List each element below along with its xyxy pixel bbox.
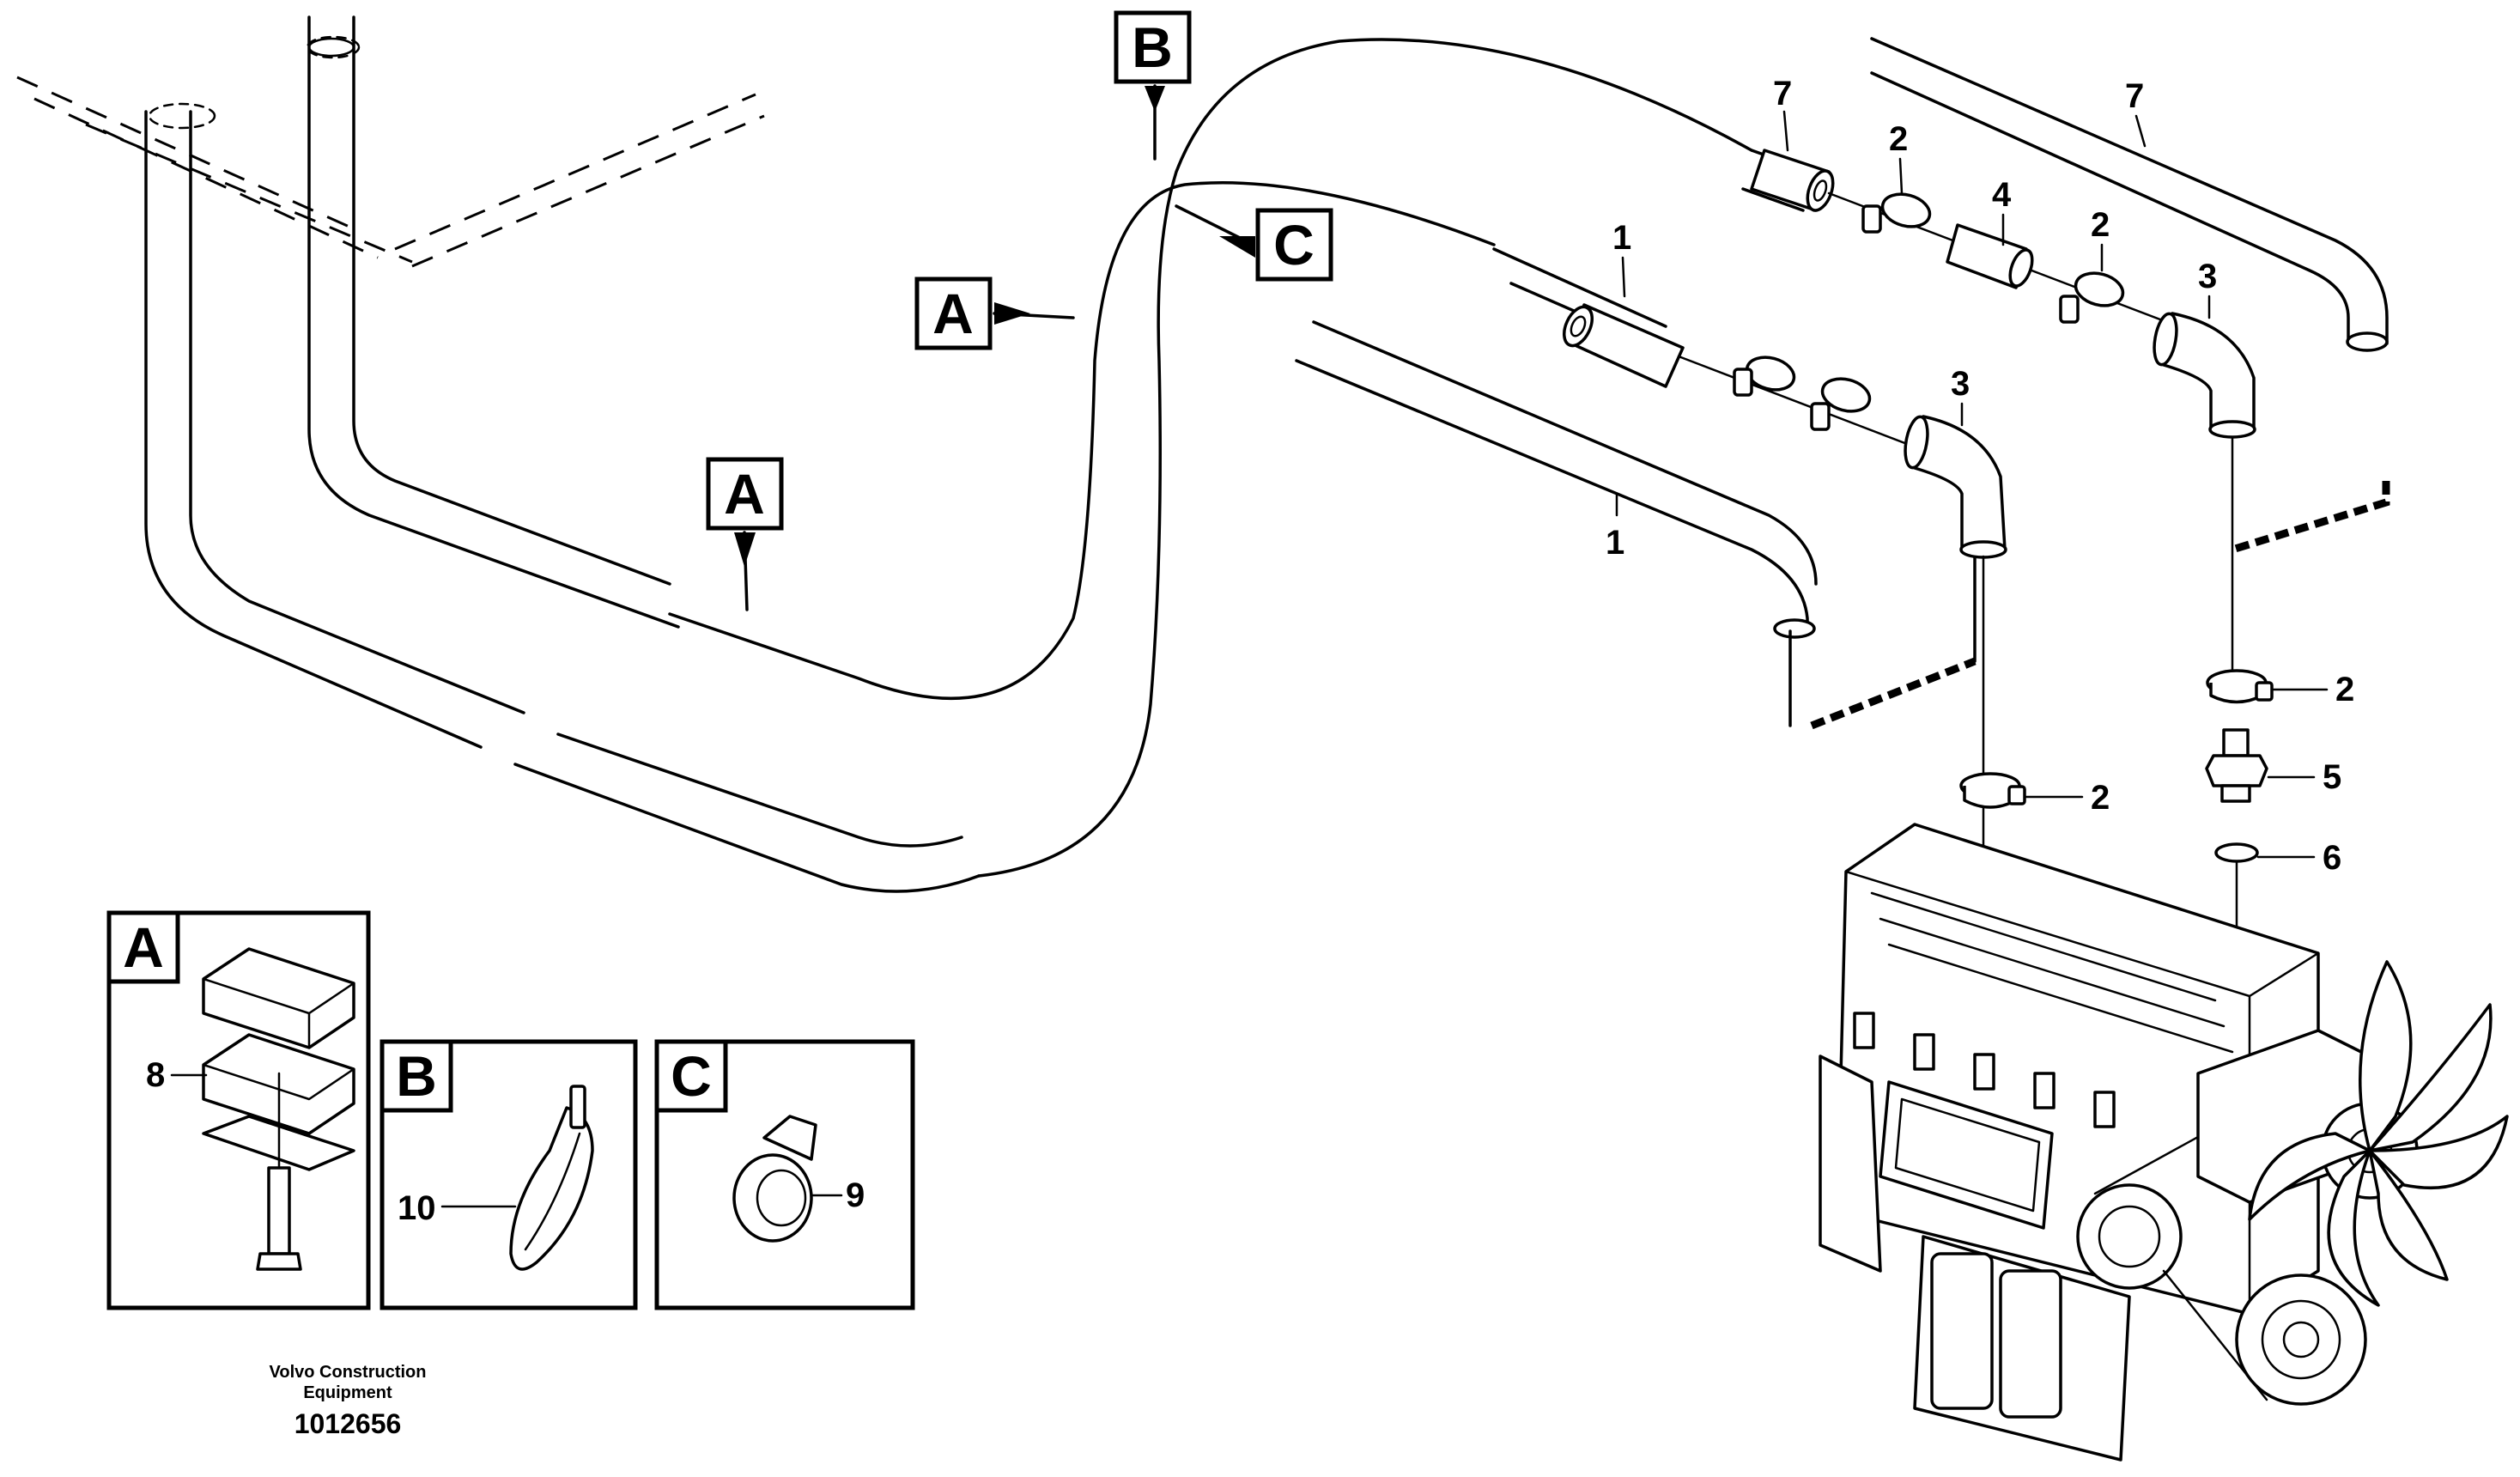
callout-8: 8 — [146, 1056, 165, 1094]
upper-pipe — [307, 15, 680, 629]
label-b-arrow — [1145, 86, 1165, 112]
callout-7-right: 7 — [2125, 77, 2144, 115]
label-a-mid-arrow — [994, 302, 1030, 325]
hose-1-lower — [1295, 320, 1977, 730]
tank-outline — [16, 35, 765, 268]
callout-3-lower: 3 — [1951, 365, 1970, 403]
loop-hose — [668, 38, 1753, 878]
detail-b-letter: B — [396, 1044, 437, 1108]
label-c-top-text: C — [1273, 213, 1315, 277]
fitting-stack — [1959, 669, 2274, 1006]
label-a-mid: A — [914, 277, 1075, 350]
label-c-arrow — [1219, 236, 1255, 258]
label-b-top-text: B — [1132, 15, 1173, 79]
callout-2-a: 2 — [1889, 120, 1908, 158]
callout-3-upper: 3 — [2198, 258, 2217, 295]
callout-6: 6 — [2323, 839, 2341, 877]
injector-row — [1853, 1012, 2116, 1128]
drawing-number: 1012656 — [294, 1408, 402, 1439]
callout-4: 4 — [1992, 176, 2012, 214]
label-a-low-arrow — [734, 532, 756, 567]
label-a-low-text: A — [724, 462, 765, 526]
detail-box-c: C 9 — [654, 1039, 915, 1310]
company-name: Volvo Construction Equipment — [269, 1363, 427, 1402]
detail-c-letter: C — [671, 1044, 712, 1108]
detail-a-letter: A — [123, 915, 164, 979]
label-a-mid-text: A — [932, 282, 974, 345]
callout-2-center: 2 — [2091, 779, 2110, 817]
detail-box-a: A 8 — [106, 910, 371, 1310]
hose-7-right — [1870, 37, 2390, 554]
label-a-low: A — [706, 457, 784, 611]
callout-1-upper: 1 — [1612, 219, 1631, 257]
engine-illustration — [1819, 823, 2509, 1462]
callout-10: 10 — [398, 1189, 436, 1227]
label-c-top: C — [1175, 204, 1333, 282]
callout-9: 9 — [846, 1176, 865, 1214]
callout-2-b: 2 — [2091, 206, 2110, 244]
callout-2-right: 2 — [2335, 671, 2354, 708]
detail-box-b: B 10 — [380, 1039, 638, 1310]
callout-1-lower: 1 — [1606, 524, 1624, 562]
top-hose-chain — [1741, 149, 2256, 672]
label-b-top: B — [1114, 10, 1192, 161]
callout-7-left: 7 — [1773, 75, 1792, 112]
upper-hose-chain — [1492, 247, 2007, 1101]
callout-5: 5 — [2323, 758, 2341, 796]
fan-blades — [2248, 960, 2509, 1307]
callouts-main: 7 7 2 4 2 3 1 3 1 2 5 6 2 — [1606, 75, 2354, 877]
lower-pipe — [144, 110, 981, 893]
